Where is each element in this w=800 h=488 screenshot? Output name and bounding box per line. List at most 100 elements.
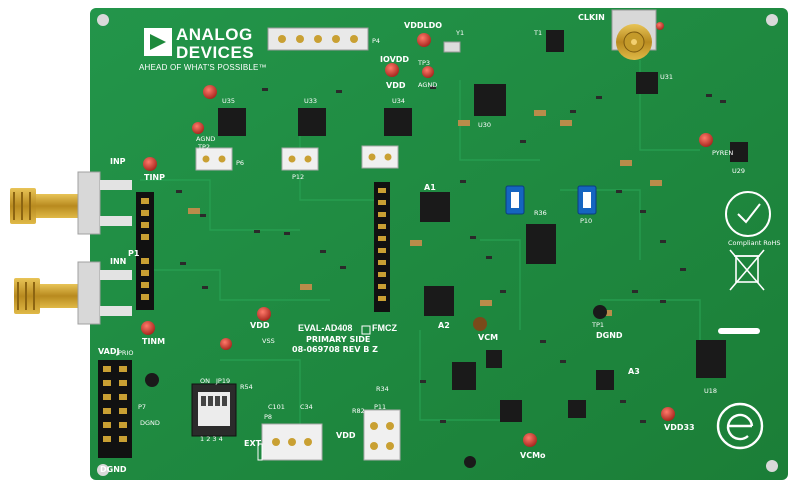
header-p1	[136, 192, 154, 310]
testpoint-tp1	[593, 305, 607, 319]
testpoint-tp3	[422, 66, 434, 78]
silk-box-model	[361, 325, 371, 335]
pcb-substrate	[90, 8, 788, 480]
testpoint-pyren	[699, 133, 713, 147]
label-vadj: VADJ	[98, 347, 120, 356]
test-points	[141, 22, 713, 468]
label-inn: INN	[110, 257, 127, 266]
label-p11: P11	[374, 403, 387, 411]
board-side: PRIMARY SIDE	[306, 335, 371, 344]
label-p10: P10	[580, 217, 593, 225]
brand-name-line2: DEVICES	[176, 43, 255, 62]
label-vcmo: VCMo	[520, 451, 546, 460]
label-p8: P8	[264, 413, 273, 421]
brand-name-line1: ANALOG	[176, 25, 253, 44]
label-tinp: TINP	[144, 173, 165, 182]
label-rohs: Compliant RoHS	[728, 239, 781, 247]
board-model-suffix: FMCZ	[372, 323, 397, 333]
testpoint-vcmo	[523, 433, 537, 447]
header-central	[374, 182, 390, 312]
label-vcm: VCM	[478, 333, 499, 342]
sma-connector-inp	[10, 171, 132, 235]
board-title: EVAL-AD408	[298, 323, 353, 333]
label-vdd-top: VDD	[386, 81, 406, 90]
testpoint-vdd-left	[257, 307, 271, 321]
label-u34: U34	[392, 97, 406, 105]
label-tp3: TP3	[418, 59, 431, 67]
ic-chips	[218, 30, 748, 422]
label-u29: U29	[732, 167, 746, 175]
mounting-hole	[97, 464, 109, 476]
testpoint-right-top	[656, 22, 664, 30]
passive-components	[176, 86, 726, 423]
label-a3: A3	[628, 367, 640, 376]
label-vdd-left: VDD	[250, 321, 270, 330]
weee-bin-icon	[729, 249, 765, 291]
label-jp19: JP19	[216, 377, 231, 385]
silk-box-tp	[257, 443, 263, 461]
testpoint-vcm	[473, 317, 487, 331]
label-c34: C34	[300, 403, 313, 411]
label-tp1: TP1	[592, 321, 605, 329]
label-p12: P12	[292, 173, 305, 181]
label-y1: Y1	[456, 29, 465, 37]
label-u35: U35	[222, 97, 236, 105]
label-pyren: PYREN	[712, 149, 734, 157]
label-u18: U18	[704, 387, 718, 395]
label-p4: P4	[372, 37, 381, 45]
analog-devices-logo	[144, 28, 172, 56]
label-c101: C101	[268, 403, 285, 411]
label-dgnd-left: DGND	[140, 419, 160, 427]
label-r54: R54	[240, 383, 253, 391]
brand-tagline: AHEAD OF WHAT'S POSSIBLE™	[139, 63, 267, 72]
label-u33: U33	[304, 97, 318, 105]
label-dgnd-right: DGND	[596, 331, 623, 340]
silk-bar	[718, 328, 760, 334]
testpoint-agnd	[192, 122, 204, 134]
testpoint-vdd11	[203, 85, 217, 99]
testpoint-vdd-mid	[220, 338, 232, 350]
crystal-y1	[443, 41, 461, 53]
sma-connector-clkin	[611, 9, 657, 60]
label-a1: A1	[424, 183, 436, 192]
label-prio: PRIO	[118, 349, 134, 357]
label-vss: VSS	[262, 337, 275, 345]
testpoint-vddldo	[417, 33, 431, 47]
board-revision: 08-069708 REV B Z	[292, 345, 378, 354]
label-p6: P6	[236, 159, 245, 167]
label-dip-on: ON	[200, 377, 210, 385]
sma-connector-inn	[14, 261, 132, 325]
label-inp: INP	[110, 157, 126, 166]
mounting-hole	[766, 14, 778, 26]
label-p1: P1	[128, 249, 140, 258]
label-tp2: TP2	[198, 143, 211, 151]
label-vdd33: VDD33	[664, 423, 695, 432]
testpoint-dgnd-bottom	[464, 456, 476, 468]
testpoint-tinp	[143, 157, 157, 171]
header-bottom-left	[98, 360, 132, 458]
label-u30: U30	[478, 121, 492, 129]
jumper-shunt-blue-1	[505, 185, 525, 215]
dip-switch	[191, 383, 237, 437]
label-u31: U31	[660, 73, 674, 81]
mounting-hole	[766, 460, 778, 472]
label-r34: R34	[376, 385, 389, 393]
label-p7: P7	[138, 403, 147, 411]
header-p11	[363, 409, 401, 461]
label-dip-nums: 1 2 3 4	[200, 435, 223, 443]
label-vdd-bottom: VDD	[336, 431, 356, 440]
label-dgnd-bottom: DGND	[100, 465, 127, 474]
testpoint-tinm	[141, 321, 155, 335]
header-p8	[261, 423, 323, 461]
label-a2: A2	[438, 321, 450, 330]
testpoint-vdd33	[661, 407, 675, 421]
label-vddldo: VDDLDO	[404, 21, 443, 30]
recycle-e-icon	[716, 402, 764, 450]
jumper-shunt-blue-2	[577, 185, 597, 215]
label-agnd-left: AGND	[196, 135, 216, 143]
label-r82: R82	[352, 407, 365, 415]
rohs-mark-icon	[725, 191, 771, 237]
testpoint-dgnd-left	[145, 373, 159, 387]
jumper-block-p12	[281, 147, 319, 171]
